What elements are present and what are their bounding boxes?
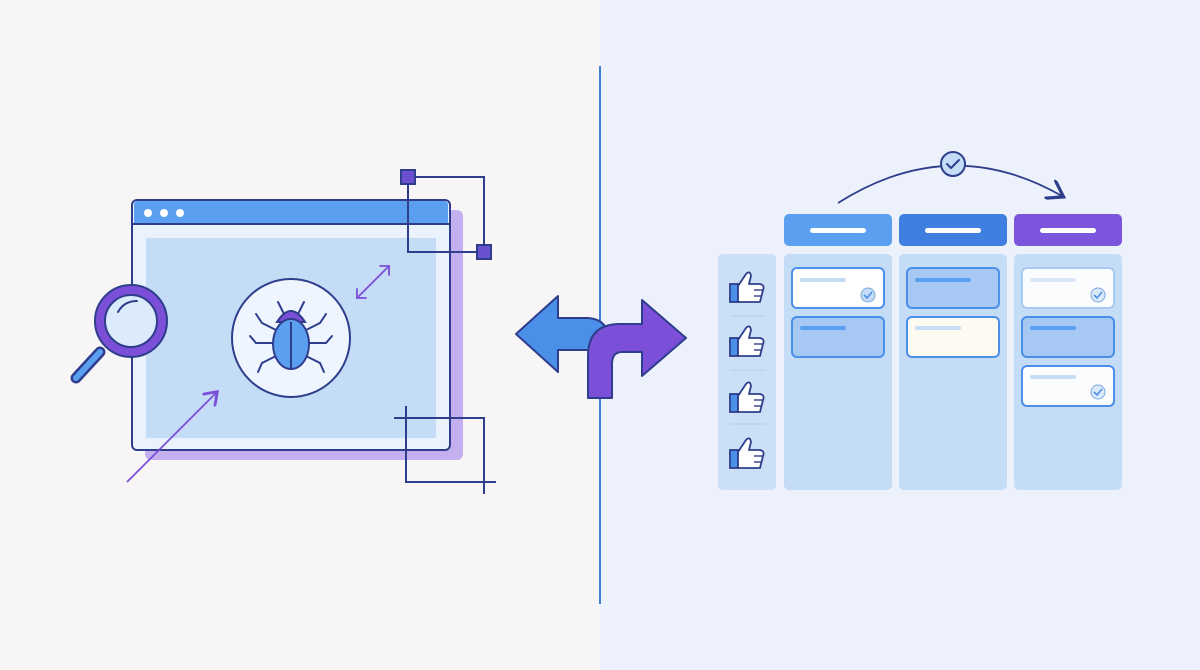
task-card: [1021, 267, 1115, 309]
task-card: [791, 267, 885, 309]
likes-column: [718, 254, 776, 490]
window-dot: [160, 209, 168, 217]
crop-handle-top-right: [400, 169, 492, 260]
browser-titlebar: [134, 201, 448, 224]
board-column: [899, 214, 1007, 490]
task-card: [1021, 365, 1115, 407]
bug-icon: [231, 278, 351, 398]
window-dot: [144, 209, 152, 217]
window-dot: [176, 209, 184, 217]
curved-arrow-right-icon: [587, 299, 687, 399]
crop-corner-bottom-right: [394, 406, 496, 494]
thumbs-up-icon: [729, 381, 765, 413]
task-card: [791, 316, 885, 358]
task-card: [906, 316, 1000, 358]
task-card: [906, 267, 1000, 309]
thumbs-up-icon: [729, 437, 765, 469]
magnifying-glass-icon: [70, 284, 168, 384]
thumbs-up-icon: [729, 271, 765, 303]
diagonal-arrow: [126, 393, 216, 483]
board-column: [784, 214, 892, 490]
task-card: [1021, 316, 1115, 358]
resize-diagonal-arrow: [356, 265, 390, 299]
thumbs-up-icon: [729, 325, 765, 357]
board-column: [1014, 214, 1122, 490]
check-circle-icon: [940, 151, 966, 177]
